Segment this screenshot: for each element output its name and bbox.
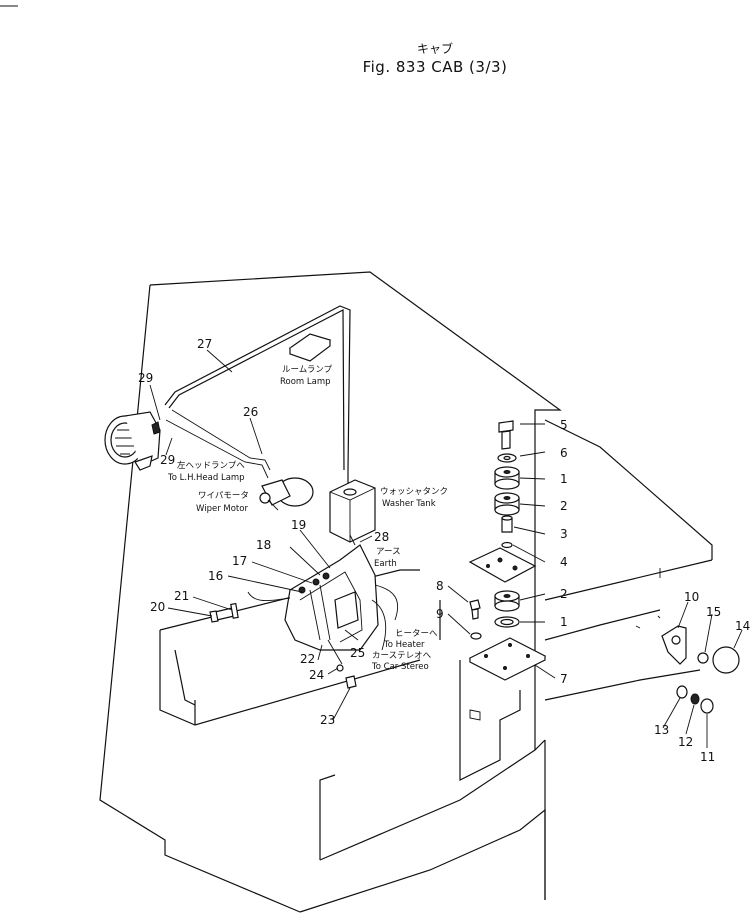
label-stereo-jp: カーステレオへ (372, 651, 432, 661)
callout-10: 10 (684, 590, 699, 604)
callout-numbers: 27 29 26 29 5 6 1 2 3 4 8 9 2 1 7 28 19 … (138, 337, 750, 764)
right-side-hardware (635, 615, 740, 714)
callout-16: 16 (208, 569, 223, 583)
callout-2-lower: 2 (560, 587, 568, 601)
label-earth-jp: アース (376, 547, 401, 557)
callout-28: 28 (374, 530, 389, 544)
callout-15: 15 (706, 605, 721, 619)
callout-2-upper: 2 (560, 499, 568, 513)
callout-25: 25 (350, 646, 365, 660)
label-head-lamp: To L.H.Head Lamp (167, 473, 245, 483)
callout-1-upper: 1 (560, 472, 568, 486)
label-wiper: Wiper Motor (196, 504, 248, 514)
callout-14: 14 (735, 619, 750, 633)
small-fasteners (327, 639, 357, 689)
callout-7: 7 (560, 672, 568, 686)
callout-11: 11 (700, 750, 715, 764)
callout-29-top: 29 (138, 371, 153, 385)
label-earth: Earth (374, 559, 397, 569)
label-washer-jp: ウォッシャタンク (380, 487, 448, 497)
cab-mount-stack (468, 420, 547, 681)
washer-tank (329, 479, 376, 543)
label-room-lamp-jp: ルームランプ (282, 365, 333, 375)
label-washer: Washer Tank (382, 499, 436, 509)
room-lamp (288, 333, 332, 362)
callout-23: 23 (320, 713, 335, 727)
component-labels: ルームランプ Room Lamp 左ヘッドランプへ To L.H.Head La… (167, 365, 448, 672)
callout-8: 8 (436, 579, 444, 593)
callout-21: 21 (174, 589, 189, 603)
bolt-20-assembly (209, 602, 239, 623)
head-lamp (104, 411, 161, 471)
callout-5: 5 (560, 418, 568, 432)
callout-29-bottom: 29 (160, 453, 175, 467)
callout-17: 17 (232, 554, 247, 568)
wiper-motor (259, 477, 314, 511)
callout-27: 27 (197, 337, 212, 351)
callout-1-lower: 1 (560, 615, 568, 629)
callout-6: 6 (560, 446, 568, 460)
callout-20: 20 (150, 600, 165, 614)
callout-18: 18 (256, 538, 271, 552)
callout-26: 26 (243, 405, 258, 419)
callout-12: 12 (678, 735, 693, 749)
label-stereo: To Car Stereo (371, 662, 429, 672)
callout-22: 22 (300, 652, 315, 666)
callout-19: 19 (291, 518, 306, 532)
label-heater-jp: ヒーターへ (395, 629, 438, 639)
label-wiper-jp: ワイパモータ (198, 491, 249, 501)
label-heater: To Heater (383, 640, 425, 650)
label-room-lamp: Room Lamp (280, 377, 331, 387)
callout-24: 24 (309, 668, 324, 682)
callout-13: 13 (654, 723, 669, 737)
callout-4: 4 (560, 555, 568, 569)
cab-body-outline (99, 271, 713, 913)
callout-3: 3 (560, 527, 568, 541)
label-head-lamp-jp: 左ヘッドランプへ (177, 460, 245, 471)
figure-title-japanese: キャブ (416, 42, 453, 56)
switch-panel-assembly (247, 534, 399, 651)
figure-title: Fig. 833 CAB (3/3) (362, 58, 508, 76)
leader-lines (149, 349, 743, 748)
callout-9: 9 (436, 607, 444, 621)
